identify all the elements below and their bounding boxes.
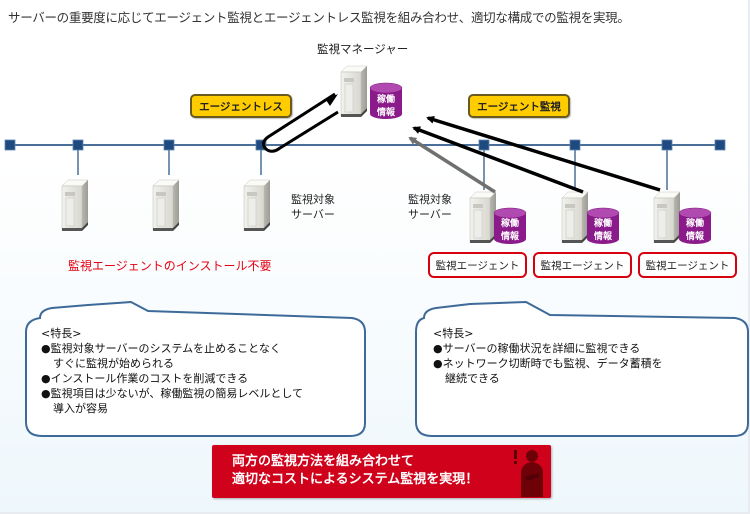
manager-db-label-1: 稼働	[377, 93, 395, 105]
no-install-note: 監視エージェントのインストール不要	[68, 259, 272, 273]
left-bubble-text: <特長> ●監視対象サーバーのシステムを止めることなく すぐに監視が始められる …	[41, 326, 303, 416]
target-server-icon	[653, 191, 681, 244]
svg-text:稼働: 稼働	[501, 217, 519, 229]
bubble-line: ●監視項目は少ないが、稼働監視の簡易レベルとして	[41, 387, 304, 400]
bubble-line: 継続できる	[445, 372, 500, 385]
bubble-line: ●監視対象サーバーのシステムを止めることなく	[41, 342, 281, 355]
right-feature-bubble	[415, 300, 749, 437]
monitoring-agent-badge: 監視エージェント	[638, 252, 737, 278]
monitoring-agent-badge: 監視エージェント	[428, 252, 527, 278]
svg-text:稼働: 稼働	[594, 217, 612, 229]
businessman-exclamation-icon	[514, 450, 543, 497]
bubble-title: <特長>	[41, 327, 82, 340]
agent-monitoring-tag: エージェント監視	[468, 94, 570, 118]
headline: サーバーの重要度に応じてエージェント監視とエージェントレス監視を組み合わせ、適切…	[8, 10, 630, 25]
svg-text:稼働: 稼働	[686, 217, 704, 229]
agent-arrow	[426, 115, 661, 192]
manager-server-icon	[340, 65, 368, 118]
network-node	[661, 139, 673, 151]
target-server-icon	[152, 179, 180, 232]
banner-text: 両方の監視方法を組み合わせて 適切なコストによるシステム監視を実現！	[232, 454, 479, 487]
agentless-tag: エージェントレス	[190, 94, 292, 118]
bubble-line: 導入が容易	[53, 402, 108, 415]
network-node	[569, 139, 581, 151]
network-node	[163, 139, 175, 151]
network-node	[714, 139, 726, 151]
agent-arrow-gray	[408, 136, 496, 194]
bubble-line: ●サーバーの稼働状況を詳細に監視できる	[433, 342, 641, 355]
summary-banner: 両方の監視方法を組み合わせて 適切なコストによるシステム監視を実現！	[212, 445, 551, 498]
network-node	[72, 139, 84, 151]
right-target-label: 監視対象 サーバー	[408, 193, 452, 221]
agentless-arrow	[261, 92, 339, 153]
bubble-line: ●ネットワーク切断時でも監視、データ蓄積を	[433, 357, 663, 370]
svg-text:情報: 情報	[685, 230, 705, 242]
monitoring-agent-badge: 監視エージェント	[533, 252, 632, 278]
agentless-arrowhead	[326, 94, 338, 106]
bubble-line: すぐに監視が始められる	[53, 357, 174, 370]
agent-arrow	[412, 126, 584, 194]
network-node	[478, 139, 490, 151]
manager-db-label-2: 情報	[376, 106, 396, 118]
bubble-line: ●インストール作業のコストを削減できる	[41, 372, 249, 385]
svg-text:情報: 情報	[500, 230, 520, 242]
right-bubble-text: <特長> ●サーバーの稼働状況を詳細に監視できる ●ネットワーク切断時でも監視、…	[433, 326, 663, 386]
target-server-icon	[561, 191, 589, 244]
target-server-icon	[61, 179, 89, 232]
target-server-icon	[243, 179, 271, 232]
network-node	[4, 139, 16, 151]
svg-text:情報: 情報	[593, 230, 613, 242]
left-feature-bubble	[25, 300, 366, 437]
manager-label: 監視マネージャー	[317, 42, 409, 56]
bubble-title: <特長>	[433, 327, 474, 340]
target-server-icon	[469, 191, 497, 244]
network-node	[255, 139, 267, 151]
left-target-label: 監視対象 サーバー	[291, 193, 335, 221]
